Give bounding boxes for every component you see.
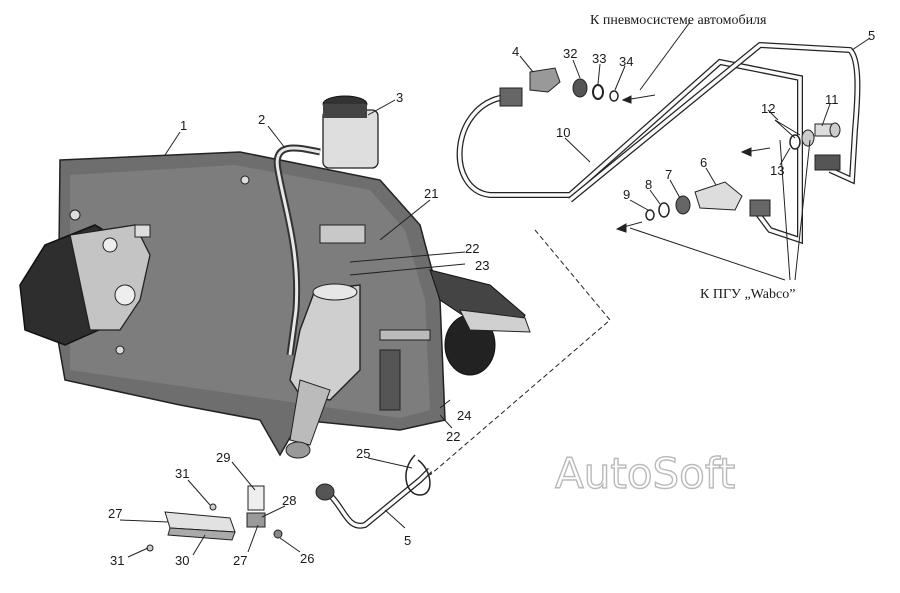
pedal-bracket <box>429 269 531 376</box>
bracket-30 <box>164 511 236 541</box>
reservoir <box>322 95 379 169</box>
callout-31-bottom: 31 <box>110 553 124 568</box>
pneumatic-pipes <box>456 41 861 245</box>
nut-7 <box>675 195 691 215</box>
washer-32 <box>572 78 588 98</box>
callout-27-bottom: 27 <box>233 553 247 568</box>
ring-34 <box>609 90 619 102</box>
brake-crane <box>19 224 151 346</box>
callout-9: 9 <box>623 187 630 202</box>
master-cylinder <box>285 224 366 459</box>
callout-27-left: 27 <box>108 506 122 521</box>
callout-22-lower: 22 <box>446 429 460 444</box>
elbow-6 <box>694 181 743 211</box>
callout-21: 21 <box>424 186 438 201</box>
callout-labels: 1 2 3 4 5 5 6 7 8 9 10 11 12 13 21 22 22… <box>108 28 875 568</box>
callout-7: 7 <box>665 167 672 182</box>
callout-8: 8 <box>645 177 652 192</box>
callout-10: 10 <box>556 125 570 140</box>
flow-arrows <box>615 94 771 233</box>
block-28 <box>246 512 266 528</box>
callout-2: 2 <box>258 112 265 127</box>
sleeve-29 <box>247 485 265 511</box>
watermark: AutoSoft <box>555 449 735 498</box>
leader-lines <box>119 21 871 558</box>
ring-9 <box>645 209 655 221</box>
callout-1: 1 <box>180 118 187 133</box>
callout-22-upper: 22 <box>465 241 479 256</box>
nut-right <box>814 154 841 171</box>
callout-30: 30 <box>175 553 189 568</box>
lower-pipe <box>315 467 433 529</box>
caption-pneumo: К пневмосистеме автомобиля <box>590 13 767 28</box>
callout-13: 13 <box>770 163 784 178</box>
callout-24: 24 <box>457 408 471 423</box>
callout-25: 25 <box>356 446 370 461</box>
callout-5-top: 5 <box>868 28 875 43</box>
callout-33: 33 <box>592 51 606 66</box>
callout-31-top: 31 <box>175 466 189 481</box>
caption-pgu: К ПГУ „Wabco” <box>700 287 795 302</box>
ring-12 <box>789 134 801 150</box>
dashed-route <box>429 229 611 476</box>
callout-28: 28 <box>282 493 296 508</box>
callout-6: 6 <box>700 155 707 170</box>
bolt-31a <box>209 503 217 511</box>
callout-23: 23 <box>475 258 489 273</box>
callout-3: 3 <box>396 90 403 105</box>
callout-32: 32 <box>563 46 577 61</box>
callout-4: 4 <box>512 44 519 59</box>
callout-34: 34 <box>619 54 633 69</box>
nut-lower-right <box>749 199 771 217</box>
ring-33 <box>592 84 604 100</box>
callout-5-bottom: 5 <box>404 533 411 548</box>
callout-29: 29 <box>216 450 230 465</box>
ring-13 <box>801 129 815 147</box>
fitting-4 <box>499 67 561 107</box>
callout-11: 11 <box>825 92 839 107</box>
callout-12: 12 <box>761 101 775 116</box>
callout-26: 26 <box>300 551 314 566</box>
ring-8 <box>658 202 670 218</box>
fitting-11 <box>814 122 841 138</box>
nut-26 <box>273 529 283 539</box>
clip-25 <box>405 454 431 496</box>
